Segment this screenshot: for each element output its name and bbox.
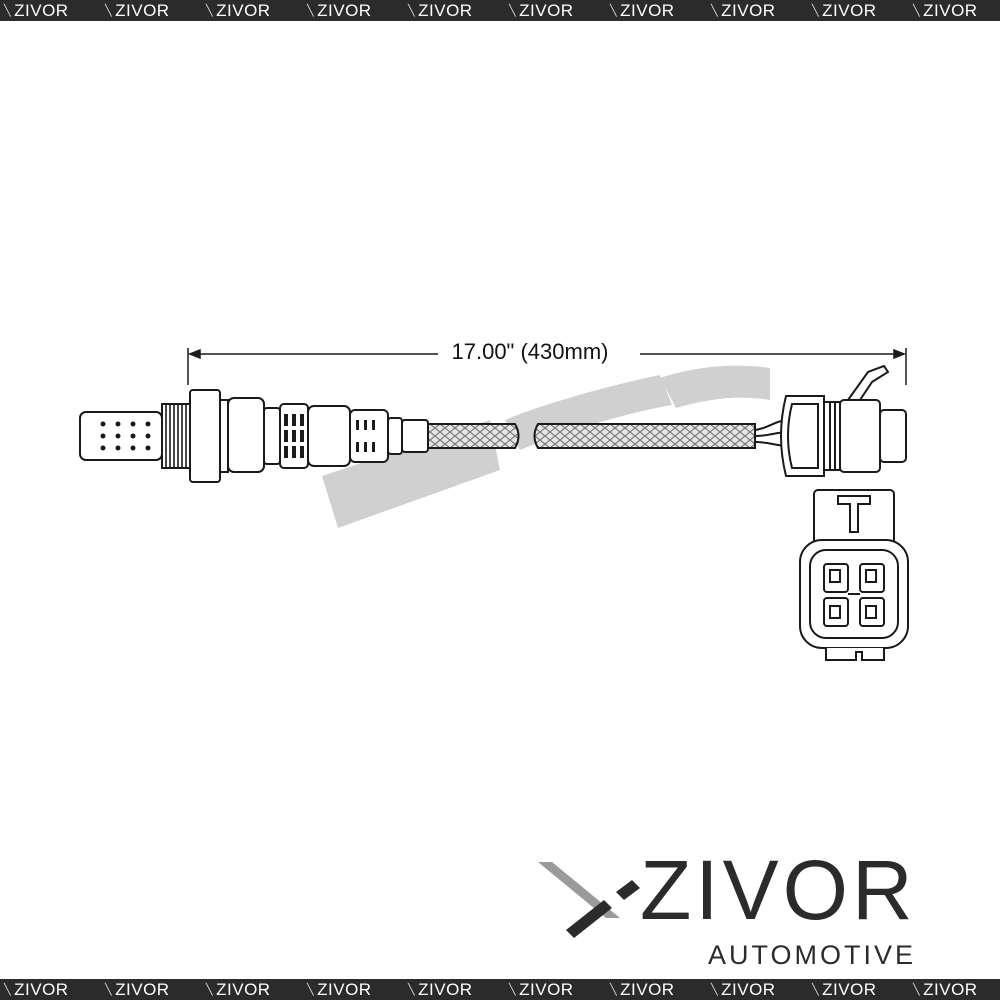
watermark-word: ZIVOR [620,979,675,999]
watermark-text: ╲ZIVOR [606,980,707,1000]
x-mark-icon: ╲ [105,5,113,17]
watermark-word: ZIVOR [317,0,372,20]
x-mark-icon [538,862,640,938]
watermark-word: ZIVOR [216,979,271,999]
watermark-word: ZIVOR [923,979,978,999]
x-mark-icon: ╲ [206,984,214,996]
connector-front-view [799,489,909,661]
brand-tagline: AUTOMOTIVE [708,940,917,970]
watermark-text: ╲ZIVOR [303,1,404,21]
x-mark-icon: ╲ [307,984,315,996]
watermark-text: ╲ZIVOR [808,1,909,21]
watermark-strip-bottom: ╲ZIVOR╲ZIVOR╲ZIVOR╲ZIVOR╲ZIVOR╲ZIVOR╲ZIV… [0,979,1000,1000]
x-mark-icon: ╲ [711,984,719,996]
watermark-text: ╲ZIVOR [606,1,707,21]
watermark-word: ZIVOR [317,979,372,999]
watermark-word: ZIVOR [14,0,69,20]
sensor-thread [161,403,191,469]
watermark-word: ZIVOR [14,979,69,999]
watermark-text: ╲ZIVOR [404,980,505,1000]
watermark-word: ZIVOR [418,979,473,999]
watermark-text: ╲ZIVOR [909,1,1000,21]
x-mark-icon: ╲ [307,5,315,17]
x-mark-icon: ╲ [913,5,921,17]
watermark-word: ZIVOR [721,0,776,20]
x-mark-icon: ╲ [509,984,517,996]
watermark-text: ╲ZIVOR [202,980,303,1000]
x-mark-icon: ╲ [4,5,12,17]
dimension-label: 17.00" (430mm) [451,339,609,364]
dimension-line [187,348,907,385]
watermark-text: ╲ZIVOR [0,980,101,1000]
x-mark-icon: ╲ [408,984,416,996]
x-mark-icon: ╲ [610,984,618,996]
x-mark-icon: ╲ [812,5,820,17]
watermark-word: ZIVOR [822,0,877,20]
sensor-body [227,397,429,473]
watermark-word: ZIVOR [115,0,170,20]
watermark-word: ZIVOR [721,979,776,999]
watermark-text: ╲ZIVOR [505,1,606,21]
watermark-word: ZIVOR [216,0,271,20]
sensor-tip [79,411,163,461]
x-mark-icon: ╲ [105,984,113,996]
connector-side-view [780,364,907,477]
x-mark-icon: ╲ [913,984,921,996]
x-mark-icon: ╲ [711,5,719,17]
watermark-word: ZIVOR [115,979,170,999]
watermark-text: ╲ZIVOR [404,1,505,21]
watermark-strip-top: ╲ZIVOR╲ZIVOR╲ZIVOR╲ZIVOR╲ZIVOR╲ZIVOR╲ZIV… [0,0,1000,21]
watermark-text: ╲ZIVOR [707,980,808,1000]
watermark-text: ╲ZIVOR [505,980,606,1000]
x-mark-icon: ╲ [812,984,820,996]
x-mark-icon: ╲ [4,984,12,996]
watermark-word: ZIVOR [418,0,473,20]
watermark-word: ZIVOR [822,979,877,999]
braided-cable [427,423,756,449]
watermark-text: ╲ZIVOR [0,1,101,21]
x-mark-icon: ╲ [610,5,618,17]
x-mark-icon: ╲ [408,5,416,17]
watermark-text: ╲ZIVOR [202,1,303,21]
watermark-text: ╲ZIVOR [808,980,909,1000]
brand-name: ZIVOR [640,843,917,937]
x-mark-icon: ╲ [509,5,517,17]
watermark-text: ╲ZIVOR [707,1,808,21]
watermark-text: ╲ZIVOR [909,980,1000,1000]
watermark-word: ZIVOR [519,0,574,20]
watermark-word: ZIVOR [519,979,574,999]
watermark-text: ╲ZIVOR [101,980,202,1000]
sensor-hex-nut [189,389,229,483]
watermark-word: ZIVOR [923,0,978,20]
watermark-text: ╲ZIVOR [101,1,202,21]
watermark-word: ZIVOR [620,0,675,20]
x-mark-icon: ╲ [206,5,214,17]
watermark-text: ╲ZIVOR [303,980,404,1000]
